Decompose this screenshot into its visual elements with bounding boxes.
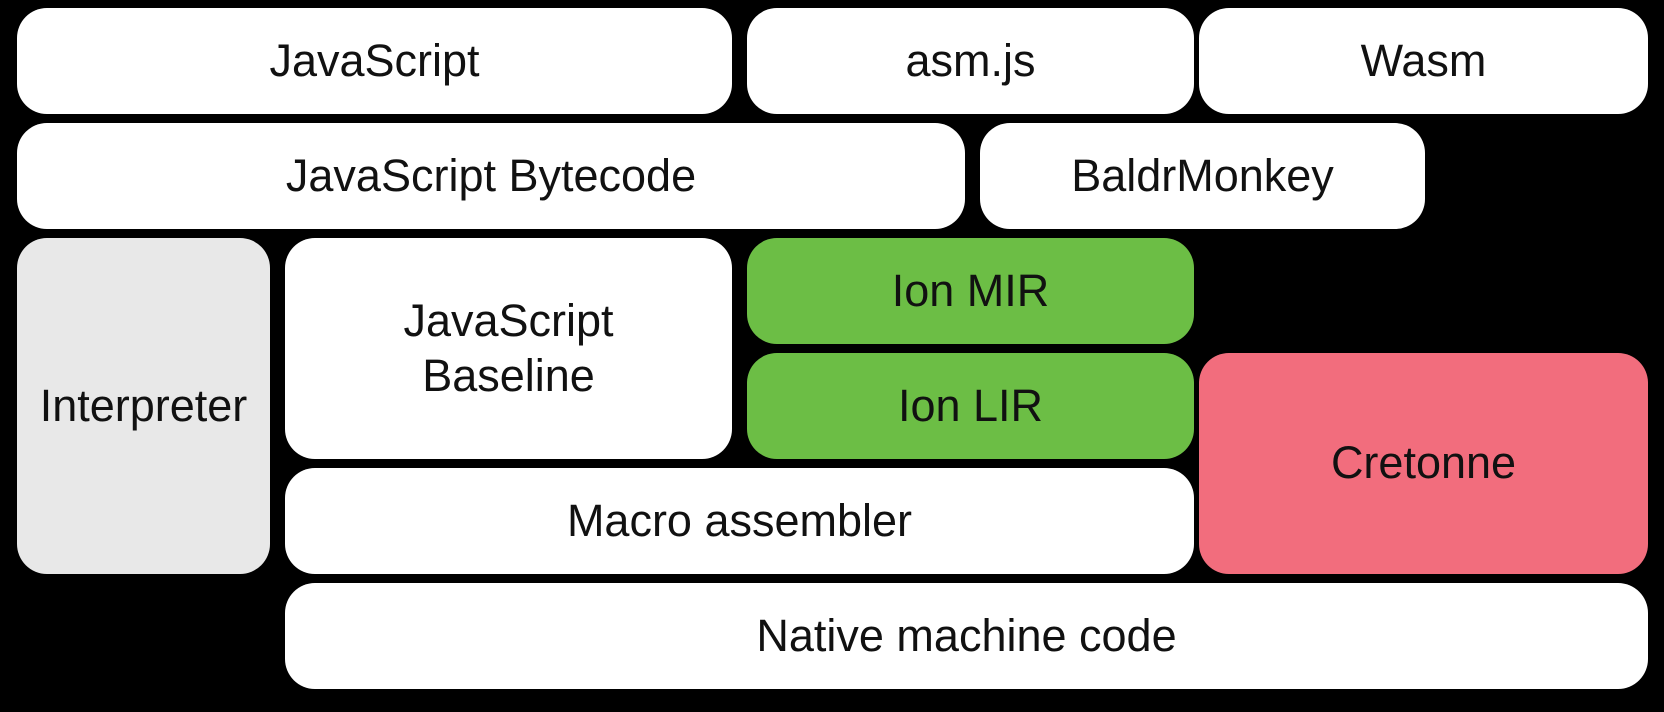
block-cretonne-label: Cretonne — [1330, 437, 1517, 489]
block-javascript-bytecode-label: JavaScript Bytecode — [285, 149, 697, 201]
block-ion-mir-label: Ion MIR — [891, 264, 1050, 316]
block-javascript-baseline: JavaScript Baseline — [285, 238, 732, 459]
block-native-machine-code-label: Native machine code — [756, 609, 1177, 661]
block-ion-mir: Ion MIR — [747, 238, 1194, 344]
block-interpreter-label: Interpreter — [39, 379, 248, 431]
block-ion-lir: Ion LIR — [747, 353, 1194, 459]
block-javascript: JavaScript — [17, 8, 732, 114]
block-javascript-baseline-label: JavaScript Baseline — [403, 294, 614, 401]
block-cretonne: Cretonne — [1199, 353, 1648, 574]
block-interpreter: Interpreter — [17, 238, 270, 574]
block-asmjs-label: asm.js — [905, 34, 1036, 86]
block-baldrmonkey-label: BaldrMonkey — [1071, 149, 1334, 201]
block-macro-assembler-label: Macro assembler — [566, 494, 913, 546]
block-ion-lir-label: Ion LIR — [897, 379, 1044, 431]
block-wasm-label: Wasm — [1360, 34, 1487, 86]
block-native-machine-code: Native machine code — [285, 583, 1648, 689]
block-baldrmonkey: BaldrMonkey — [980, 123, 1425, 229]
block-asmjs: asm.js — [747, 8, 1194, 114]
block-macro-assembler: Macro assembler — [285, 468, 1194, 574]
block-javascript-label: JavaScript — [269, 34, 480, 86]
block-wasm: Wasm — [1199, 8, 1648, 114]
block-javascript-bytecode: JavaScript Bytecode — [17, 123, 965, 229]
